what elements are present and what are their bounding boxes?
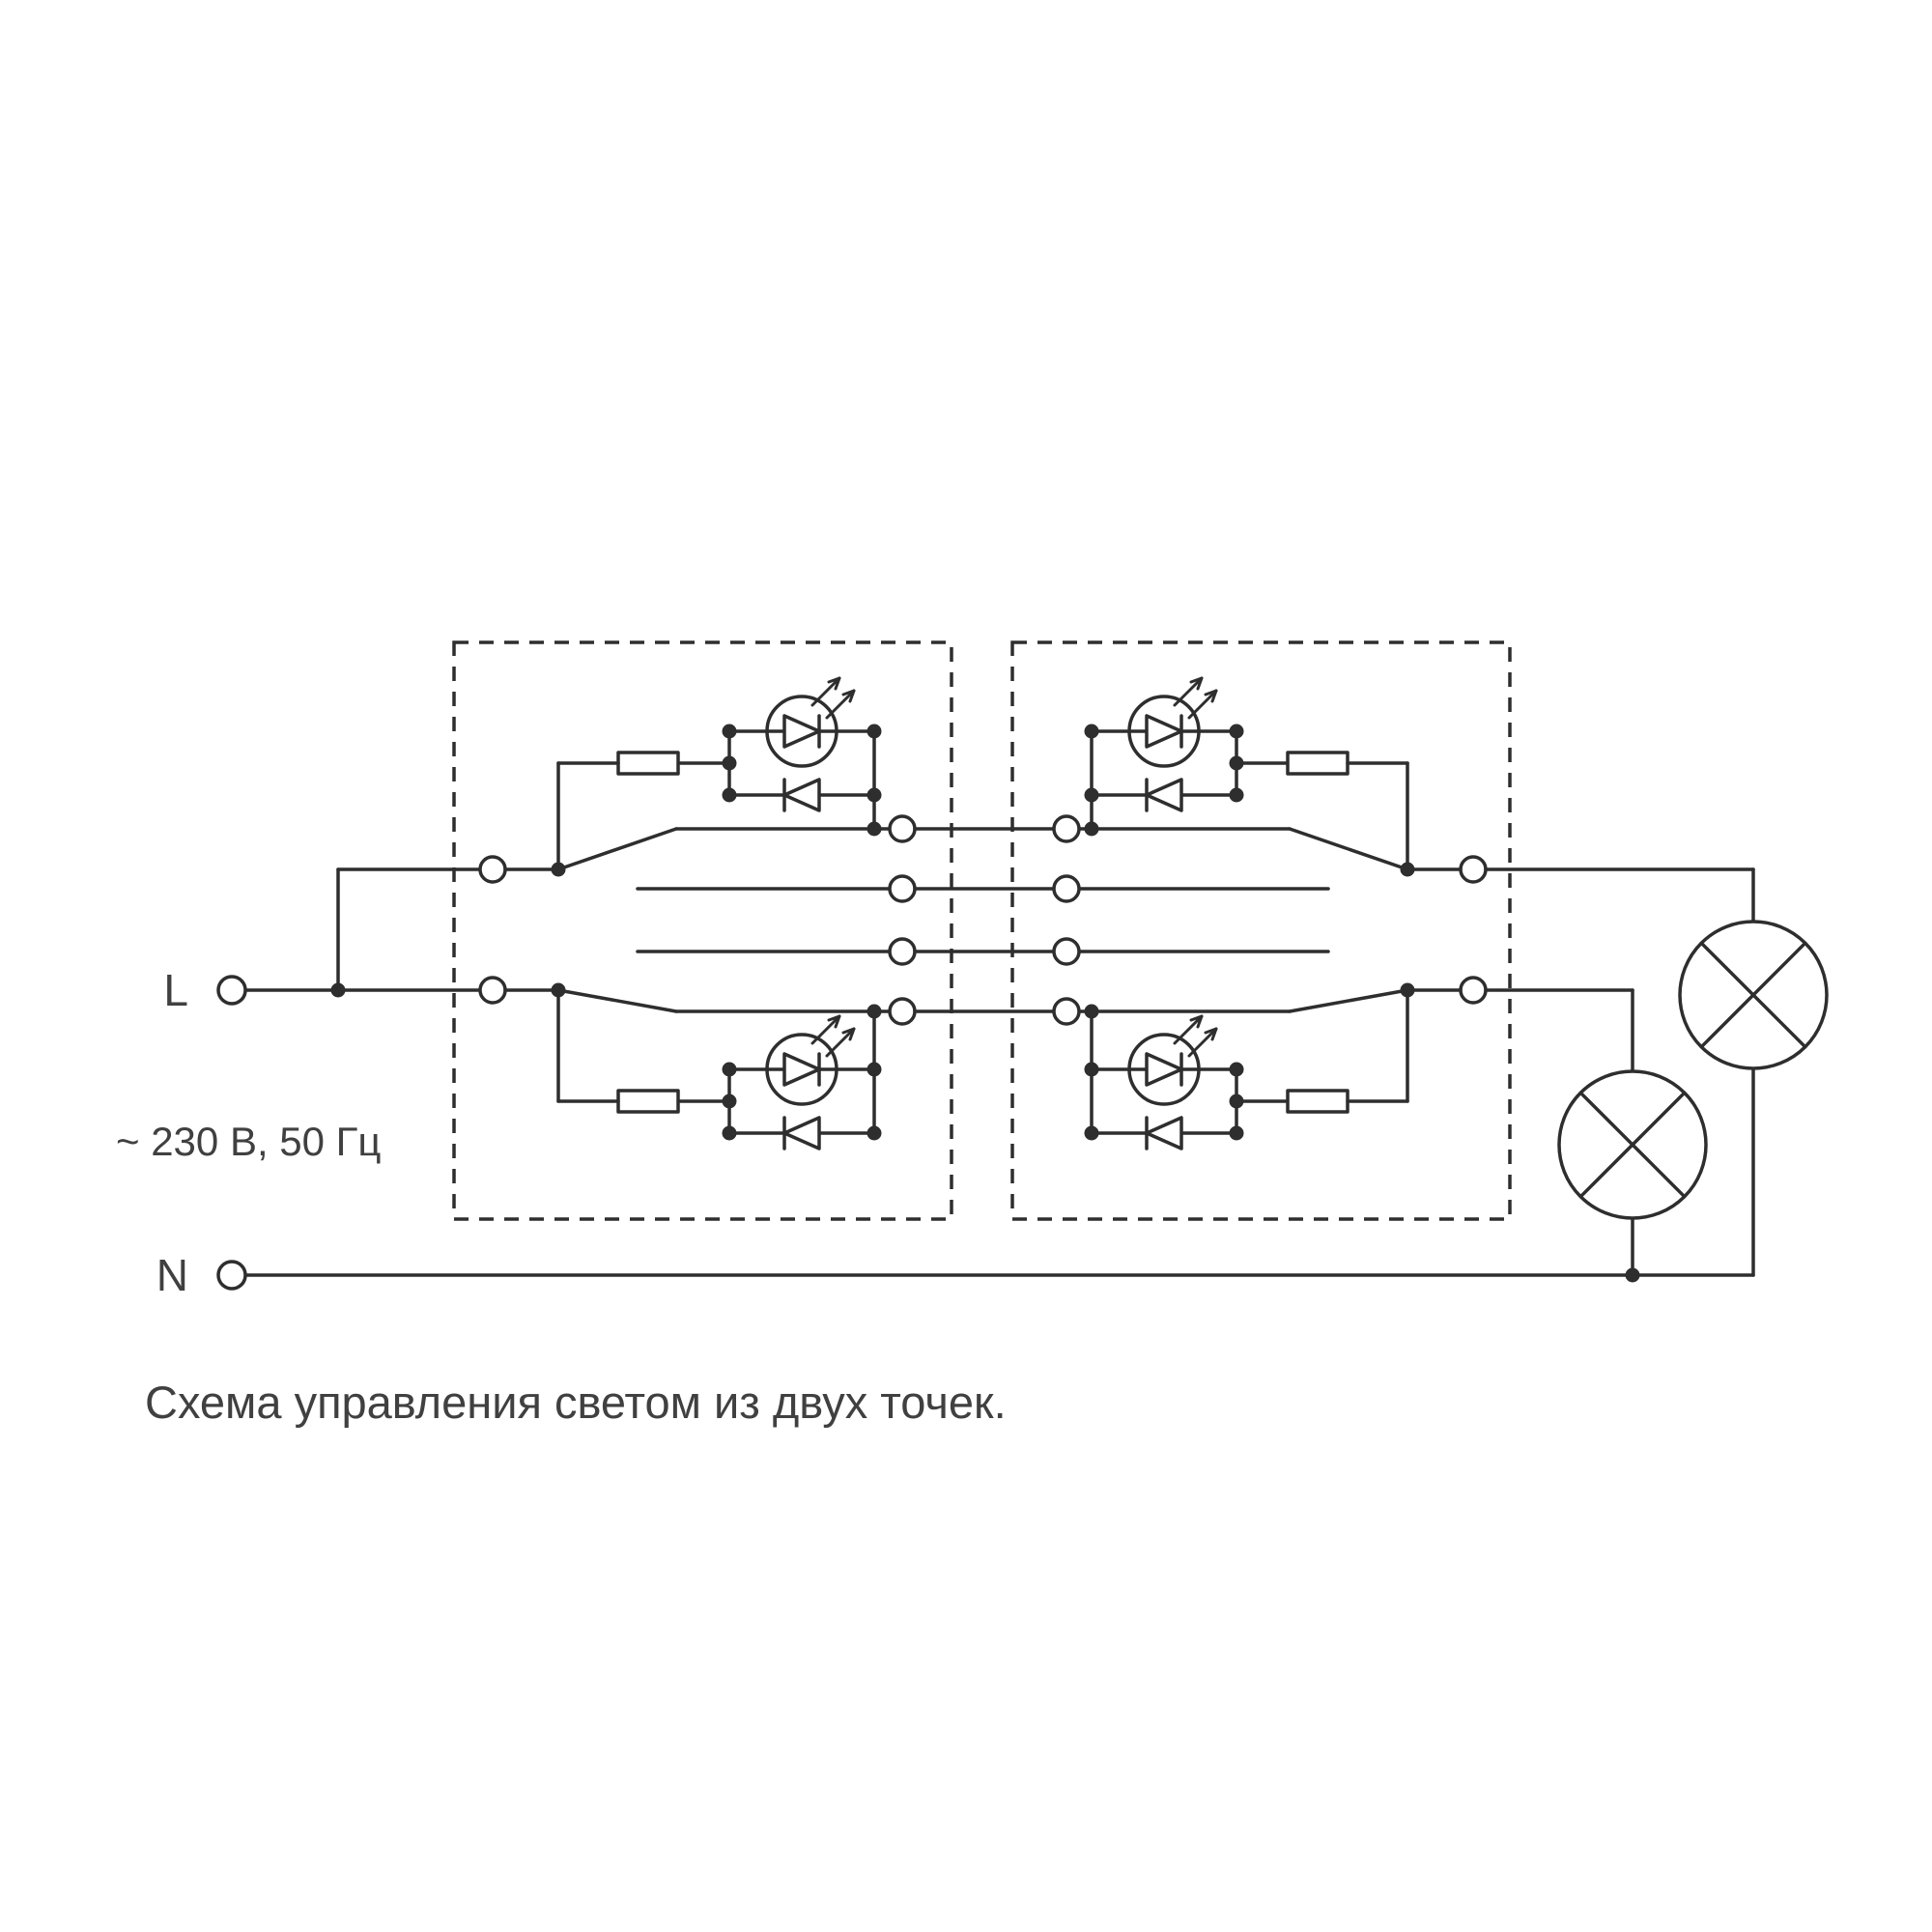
lamp-wiring [1484,867,1755,1277]
left-box-travellers [636,814,917,1026]
label-live: L [163,965,188,1015]
resistor [1286,1089,1350,1114]
link-wires [913,827,1056,1013]
led-indicator-bottom-right [1082,988,1409,1151]
lamp-bottom [1557,1069,1708,1220]
resistor [616,751,680,776]
left-bottom-switch [478,976,678,1013]
lamp-top [1678,920,1829,1070]
led-indicator-top-left [556,676,884,871]
switch-blade [1288,988,1409,1013]
diagram-caption: Схема управления светом из двух точек. [145,1377,1007,1428]
right-bottom-switch [1288,976,1488,1013]
label-neutral: N [156,1250,188,1300]
neutral-terminal [216,1260,247,1291]
switch-blade [556,988,678,1013]
neutral-wiring [216,1260,1755,1291]
switch-blade [1288,827,1409,871]
resistor [1286,751,1350,776]
led-indicator-top-right [1082,676,1409,871]
switch-box-left [452,640,953,1221]
live-feed-wiring [216,867,482,1006]
label-voltage: ~ 230 В, 50 Гц [116,1119,381,1164]
led-indicator-bottom-left [556,988,884,1151]
live-terminal [216,975,247,1006]
switch-blade [556,827,678,871]
resistor [616,1089,680,1114]
switch-box-right [1010,640,1512,1221]
right-top-switch [1288,827,1488,884]
left-top-switch [478,827,678,884]
right-box-travellers [1052,814,1330,1026]
